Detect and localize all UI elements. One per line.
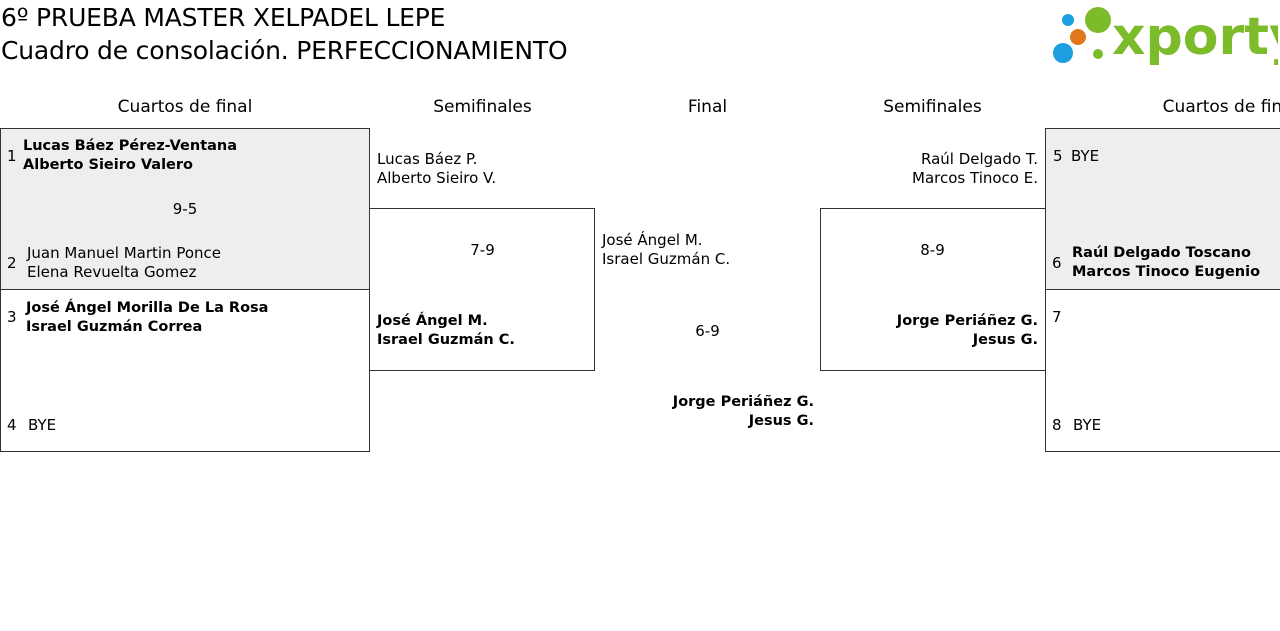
col-header-left-semis: Semifinales	[433, 97, 532, 117]
left-semifinal-box[interactable]	[369, 208, 595, 371]
player-name: José Ángel M.	[377, 313, 488, 329]
seed-number: 1	[7, 147, 17, 165]
player-name: Israel Guzmán C.	[377, 332, 515, 348]
player-name: Raúl Delgado T.	[920, 150, 1038, 168]
left-qf-match1-box[interactable]	[0, 128, 370, 290]
match-score: 7-9	[470, 241, 495, 259]
player-name: Alberto Sieiro V.	[377, 169, 497, 187]
seed-number: 3	[7, 308, 17, 326]
xporty-logo-icon: xporty	[1053, 7, 1280, 67]
player-name: BYE	[1071, 147, 1100, 165]
player-name: Alberto Sieiro Valero	[23, 157, 194, 173]
player-name: Elena Revuelta Gomez	[27, 263, 197, 281]
player-name: BYE	[28, 416, 57, 434]
player-name: Marcos Tinoco Eugenio	[1072, 264, 1261, 280]
champion-name: Jesus G.	[748, 413, 814, 429]
col-header-right-semis: Semifinales	[883, 97, 982, 117]
player-name: Israel Guzmán C.	[602, 250, 731, 268]
seed-number: 4	[7, 416, 17, 434]
col-header-left-quarters: Cuartos de final	[117, 97, 253, 117]
match-score: 8-9	[920, 241, 945, 259]
col-header-final: Final	[687, 97, 728, 117]
player-name: Raúl Delgado Toscano	[1072, 245, 1251, 261]
final-score: 6-9	[695, 322, 720, 340]
player-name: José Ángel M.	[602, 231, 703, 249]
match-score: 9-5	[172, 200, 198, 218]
seed-number: 5	[1053, 147, 1063, 165]
player-name: Juan Manuel Martin Ponce	[27, 244, 222, 262]
tournament-title: 6º PRUEBA MASTER XELPADEL LEPE	[1, 3, 446, 32]
player-name: José Ángel Morilla De La Rosa	[26, 300, 269, 316]
player-name: BYE	[1073, 416, 1102, 434]
player-name: Jorge Periáñez G.	[896, 313, 1038, 329]
logo-text: xporty	[1112, 7, 1278, 67]
player-name: Lucas Báez P.	[377, 150, 478, 168]
right-qf-match2-box[interactable]	[1045, 289, 1280, 452]
seed-number: 2	[7, 254, 17, 272]
player-name: Lucas Báez Pérez-Ventana	[23, 138, 238, 154]
col-header-right-quarters: Cuartos de final	[1162, 97, 1280, 117]
player-name: Marcos Tinoco E.	[912, 169, 1038, 187]
seed-number: 8	[1052, 416, 1062, 434]
right-qf-match1-box[interactable]	[1045, 128, 1280, 290]
xporty-logo[interactable]: xporty	[1050, 2, 1280, 68]
player-name: Israel Guzmán Correa	[26, 319, 203, 335]
seed-number: 6	[1052, 254, 1062, 272]
bracket-subtitle: Cuadro de consolación. PERFECCIONAMIENTO	[1, 36, 568, 65]
seed-number: 7	[1052, 308, 1062, 326]
champion-name: Jorge Periáñez G.	[672, 394, 814, 410]
player-name: Jesus G.	[972, 332, 1038, 348]
